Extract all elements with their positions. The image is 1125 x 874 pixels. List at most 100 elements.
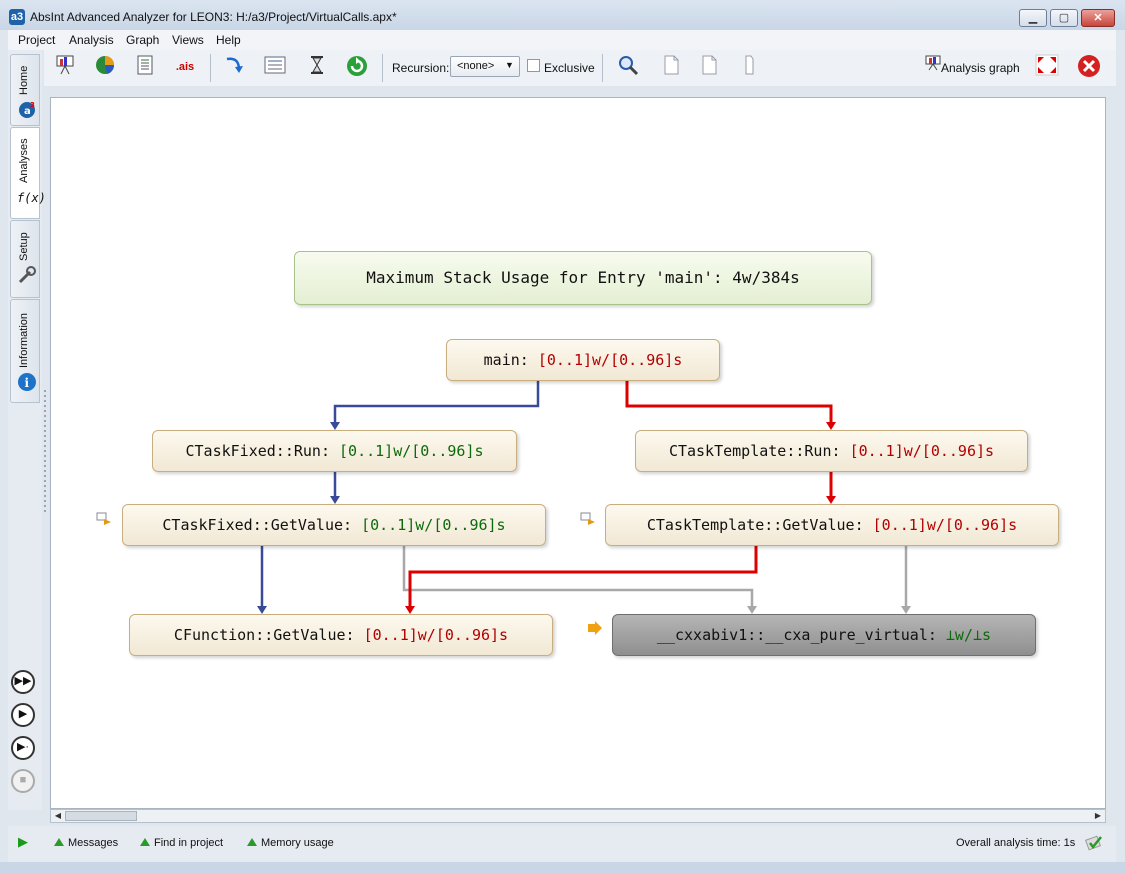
done-check-icon — [1084, 832, 1104, 855]
node-name: main: — [483, 351, 538, 369]
link-marker-icon[interactable] — [580, 512, 595, 525]
app-icon: a3 — [9, 9, 25, 25]
node-value: [0..1]w/[0..96]s — [339, 442, 484, 460]
node-name: __cxxabiv1::__cxa_pure_virtual: — [656, 626, 946, 644]
refresh-icon[interactable] — [344, 54, 370, 80]
menu-bar: Project Analysis Graph Views Help — [8, 30, 1116, 50]
tab-information-label: Information — [18, 312, 30, 368]
presentation-icon[interactable] — [52, 54, 78, 80]
toolbar-separator — [210, 54, 211, 82]
analysis-graph-icon[interactable] — [920, 54, 946, 80]
pie-chart-icon[interactable] — [92, 54, 118, 80]
node-name: CFunction::GetValue: — [173, 626, 364, 644]
fullscreen-icon[interactable] — [1034, 54, 1060, 80]
tab-setup-label: Setup — [18, 232, 30, 261]
fast-forward-button[interactable]: ▶▶ — [11, 670, 35, 694]
toolbar: .ais Recursion: Exclusive Analysis graph — [44, 50, 1116, 86]
recursion-select[interactable]: <none> — [450, 56, 520, 77]
memory-usage-tab[interactable]: Memory usage — [247, 837, 334, 849]
menu-help[interactable]: Help — [216, 33, 241, 47]
maximize-button[interactable]: ▢ — [1050, 9, 1078, 27]
node-ctaskfixed-run[interactable]: CTaskFixed::Run: [0..1]w/[0..96]s — [152, 430, 517, 472]
node-cfunction-getvalue[interactable]: CFunction::GetValue: [0..1]w/[0..96]s — [129, 614, 553, 656]
node-value: [0..1]w/[0..96]s — [361, 516, 506, 534]
find-label: Find in project — [154, 837, 224, 849]
toolbar-separator — [382, 54, 383, 82]
menu-graph[interactable]: Graph — [126, 33, 160, 47]
tab-home-label: Home — [18, 65, 30, 95]
node-value: ⊥w/⊥s — [945, 626, 992, 644]
scroll-left-icon[interactable]: ◀ — [54, 811, 62, 820]
node-name: CTaskFixed::Run: — [185, 442, 340, 460]
play-button[interactable]: ▶ — [11, 703, 35, 727]
link-marker-icon[interactable] — [96, 512, 111, 525]
analysis-graph-label[interactable]: Analysis graph — [941, 61, 1020, 75]
function-icon: f(x) — [17, 191, 46, 205]
scroll-right-icon[interactable]: ▶ — [1094, 811, 1102, 820]
scrollbar-thumb[interactable] — [65, 811, 137, 821]
title-bar: a3 AbsInt Advanced Analyzer for LEON3: H… — [0, 0, 1125, 30]
node-value: [0..1]w/[0..96]s — [537, 351, 683, 369]
minimize-button[interactable]: ▁ — [1019, 9, 1047, 27]
node-value: [0..1]w/[0..96]s — [849, 442, 995, 460]
memory-label: Memory usage — [261, 837, 334, 849]
zoom-icon[interactable] — [616, 54, 642, 80]
node-value: [0..1]w/[0..96]s — [872, 516, 1018, 534]
call-arrow-icon[interactable] — [222, 54, 248, 80]
recursion-label: Recursion: — [392, 61, 450, 75]
analysis-time: Overall analysis time: 1s — [956, 837, 1076, 849]
toolbar-separator — [602, 54, 603, 82]
expand-triangle-icon — [140, 838, 150, 846]
menu-analysis[interactable]: Analysis — [69, 33, 114, 47]
menu-project[interactable]: Project — [18, 33, 56, 47]
messages-label: Messages — [68, 837, 119, 849]
status-bar — [8, 826, 1116, 862]
report-icon[interactable] — [132, 54, 158, 80]
tab-analyses-label: Analyses — [18, 138, 30, 183]
expand-triangle-icon — [247, 838, 257, 846]
svg-text:i: i — [25, 376, 30, 390]
tab-analyses[interactable]: Analyses f(x) — [10, 127, 46, 219]
ais-file-icon[interactable]: .ais — [175, 61, 195, 73]
find-in-project-tab[interactable]: Find in project — [140, 837, 223, 849]
close-window-button[interactable]: ✕ — [1081, 9, 1115, 27]
menu-views[interactable]: Views — [172, 33, 204, 47]
node-name: CTaskTemplate::Run: — [668, 442, 850, 460]
node-value: [0..1]w/[0..96]s — [363, 626, 509, 644]
page-icon[interactable] — [696, 54, 722, 80]
window-title: AbsInt Advanced Analyzer for LEON3: H:/a… — [30, 10, 397, 24]
messages-tab[interactable]: Messages — [54, 837, 118, 849]
stop-button[interactable]: ■ — [11, 769, 35, 793]
run-icon[interactable]: ▶ — [18, 834, 28, 849]
svg-text:a: a — [24, 106, 31, 117]
summary-node[interactable]: Maximum Stack Usage for Entry 'main': 4w… — [294, 251, 872, 305]
horizontal-scrollbar[interactable]: ◀ ▶ — [50, 809, 1106, 823]
list-view-icon[interactable] — [262, 54, 288, 80]
node-pure-virtual[interactable]: __cxxabiv1::__cxa_pure_virtual: ⊥w/⊥s — [612, 614, 1036, 656]
chevron-down-icon: ▼ — [505, 60, 514, 70]
node-ctasktemplate-run[interactable]: CTaskTemplate::Run: [0..1]w/[0..96]s — [635, 430, 1028, 472]
node-ctasktemplate-getvalue[interactable]: CTaskTemplate::GetValue: [0..1]w/[0..96]… — [605, 504, 1059, 546]
svg-text:3: 3 — [30, 101, 35, 109]
hourglass-icon[interactable] — [304, 54, 330, 80]
node-ctaskfixed-getvalue[interactable]: CTaskFixed::GetValue: [0..1]w/[0..96]s — [122, 504, 546, 546]
page-icon[interactable] — [658, 54, 684, 80]
exclusive-checkbox[interactable] — [527, 59, 540, 72]
tab-setup[interactable]: Setup — [10, 220, 40, 298]
node-main[interactable]: main: [0..1]w/[0..96]s — [446, 339, 720, 381]
tab-information[interactable]: Information i — [10, 299, 40, 403]
wrench-icon — [17, 265, 37, 285]
splitter-handle[interactable] — [44, 390, 46, 515]
arrow-marker-icon[interactable] — [587, 621, 602, 635]
step-button[interactable]: ▶· — [11, 736, 35, 760]
exclusive-label: Exclusive — [544, 61, 595, 75]
page-narrow-icon[interactable] — [736, 54, 762, 80]
node-name: CTaskFixed::GetValue: — [162, 516, 362, 534]
window-frame — [0, 862, 1125, 874]
node-name: CTaskTemplate::GetValue: — [646, 516, 873, 534]
close-view-icon[interactable] — [1076, 54, 1102, 80]
expand-triangle-icon — [54, 838, 64, 846]
